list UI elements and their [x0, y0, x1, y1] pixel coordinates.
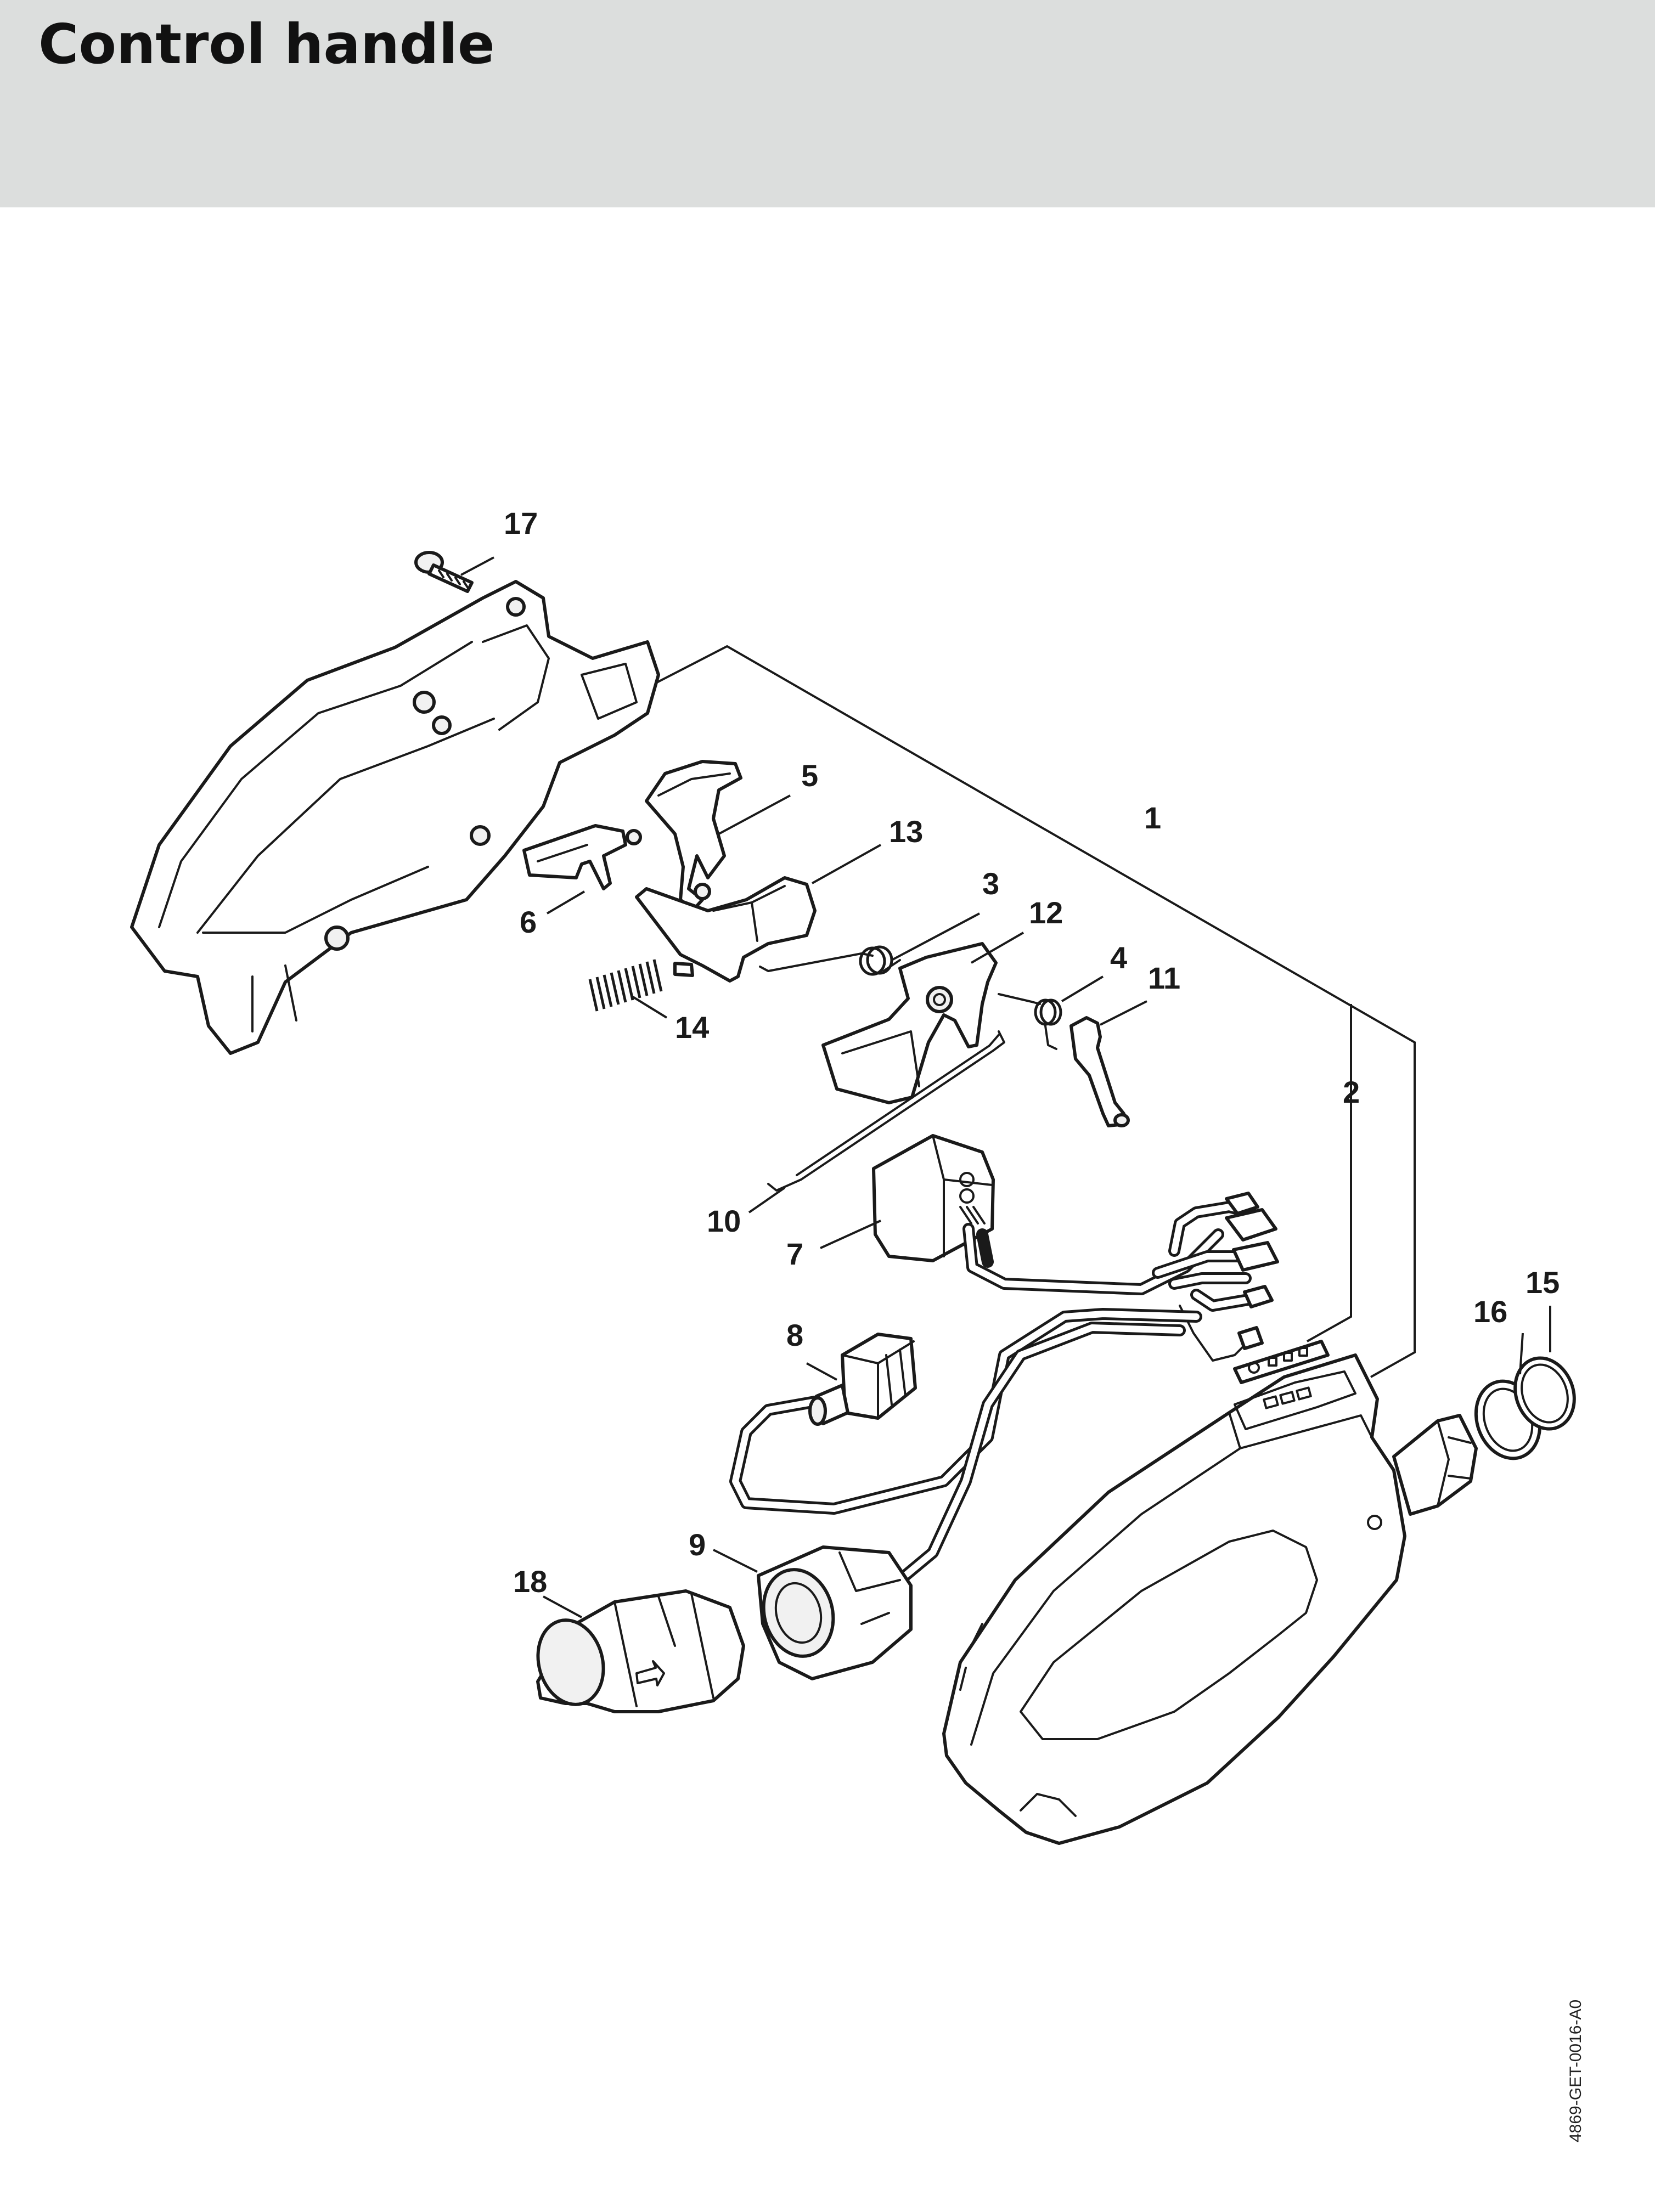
- callout-1: 1: [1144, 800, 1161, 835]
- callout-10: 10: [707, 1204, 741, 1238]
- callout-6: 6: [520, 905, 537, 939]
- leader-lines: [460, 556, 1551, 1618]
- callout-7: 7: [786, 1237, 803, 1271]
- callout-14: 14: [675, 1010, 709, 1045]
- part-10-rod: [767, 1030, 1005, 1192]
- callout-2: 2: [1343, 1075, 1360, 1109]
- part-5-lever: [645, 760, 742, 912]
- part-9-socket: [757, 1545, 913, 1680]
- part-8-switch: [808, 1333, 917, 1426]
- assembly-bracket-lines: [655, 645, 1416, 1378]
- part-13-trigger-housing: [635, 876, 817, 983]
- part-4-spring: [998, 993, 1062, 1050]
- part-display-strip: [1233, 1340, 1330, 1384]
- callout-11: 11: [1148, 961, 1180, 995]
- part-17-screw: [414, 551, 474, 593]
- part-11-latch: [1069, 1016, 1130, 1127]
- callout-15: 15: [1525, 1265, 1560, 1300]
- part-3-torsion-spring: [759, 945, 901, 976]
- callout-8: 8: [786, 1318, 803, 1352]
- part-18-cap: [536, 1589, 745, 1713]
- callout-5: 5: [801, 758, 818, 793]
- callout-18: 18: [513, 1564, 547, 1599]
- callout-labels: 1 2 3 4 5 6 7 8 9 10 11 12 13 14 15 16 1…: [504, 506, 1560, 1599]
- callout-9: 9: [689, 1527, 706, 1562]
- page-header: Control handle: [0, 0, 1655, 207]
- callout-4: 4: [1110, 940, 1127, 975]
- callout-12: 12: [1029, 895, 1063, 930]
- part-6-lockout-lever: [522, 824, 642, 890]
- callout-13: 13: [889, 814, 923, 849]
- callout-16: 16: [1473, 1294, 1507, 1329]
- part-left-handle-housing: [130, 580, 660, 1055]
- callout-3: 3: [982, 866, 999, 901]
- part-14-spring: [588, 959, 663, 1012]
- part-12-trigger: [821, 942, 998, 1104]
- part-right-handle-housing: [942, 1353, 1478, 1845]
- callout-17: 17: [504, 506, 538, 540]
- part-15-ring: [1513, 1356, 1576, 1431]
- document-id: 4869-GET-0016-A0: [1567, 1999, 1585, 2142]
- wiring-harness: [729, 1192, 1279, 1586]
- page-title: Control handle: [38, 12, 495, 76]
